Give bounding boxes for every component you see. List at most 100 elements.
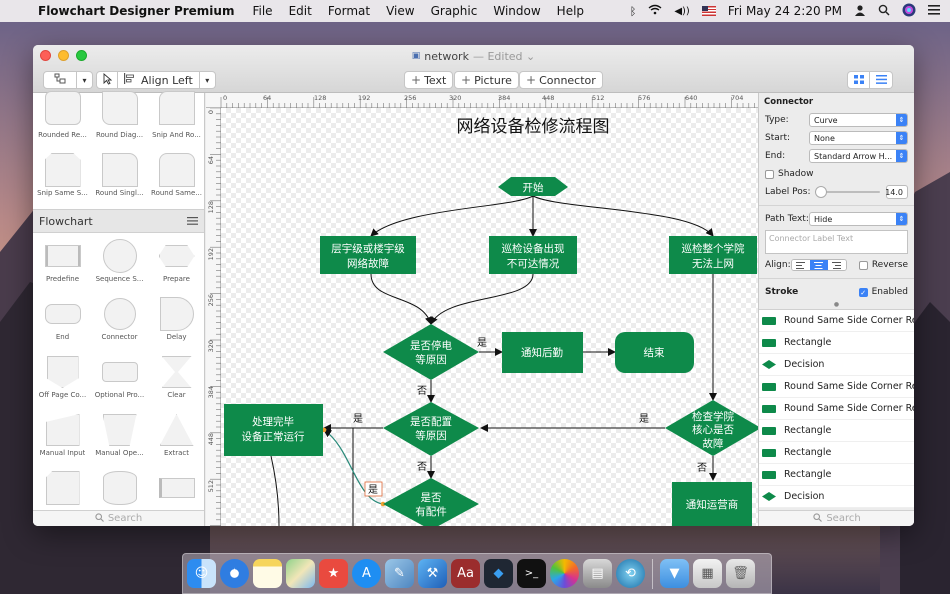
migration-icon[interactable]: ⟲ <box>616 559 645 588</box>
diagram-title[interactable]: 网络设备检修流程图 <box>457 117 610 137</box>
end-arrow-select[interactable]: Standard Arrow H... ⇕ <box>809 149 908 163</box>
label-pos-slider[interactable] <box>815 186 880 198</box>
node-decision-config[interactable] <box>383 402 479 456</box>
edge-start-to-n3[interactable] <box>532 195 714 237</box>
menu-graphic[interactable]: Graphic <box>430 4 478 18</box>
user-icon[interactable] <box>854 4 866 19</box>
inspector-search-field[interactable]: Search <box>759 510 914 526</box>
shape-card[interactable] <box>34 469 91 526</box>
documents-stack-icon[interactable]: ▦ <box>693 559 722 588</box>
shape-stored-data[interactable] <box>148 469 205 526</box>
insert-connector-button[interactable]: + Connector <box>519 71 603 89</box>
preview-icon[interactable]: ✎ <box>385 559 414 588</box>
style-item[interactable]: Round Same Side Corner Rect <box>759 310 914 332</box>
shape-round-same-side[interactable]: Round Same... <box>148 151 205 209</box>
menu-format[interactable]: Format <box>327 4 371 18</box>
shape-clear[interactable]: Clear <box>148 353 205 411</box>
menu-file[interactable]: File <box>252 4 273 18</box>
arrange-button[interactable] <box>43 71 77 89</box>
trash-icon[interactable]: 🗑 <box>726 559 755 588</box>
downloads-folder-icon[interactable]: ▼ <box>660 559 689 588</box>
panel-divider-handle[interactable]: ● <box>833 301 840 308</box>
spotlight-search-icon[interactable] <box>878 4 890 19</box>
node-college-offline[interactable] <box>669 236 757 274</box>
node-start[interactable] <box>498 177 568 196</box>
selected-connector[interactable] <box>323 429 384 505</box>
path-text-select[interactable]: Hide ⇕ <box>809 212 908 226</box>
insert-picture-button[interactable]: + Picture <box>454 71 519 89</box>
node-end[interactable] <box>615 332 694 373</box>
insert-text-button[interactable]: + Text <box>404 71 454 89</box>
edge-fix-down[interactable] <box>270 455 280 526</box>
shape-sequence-storage[interactable]: Sequence S... <box>91 237 148 295</box>
text-align-left-button[interactable] <box>791 260 810 270</box>
menu-edit[interactable]: Edit <box>288 4 312 18</box>
shape-manual-input[interactable]: Manual Input <box>34 411 91 469</box>
shape-direct-access-storage[interactable] <box>91 469 148 526</box>
shape-predefine[interactable]: Predefine <box>34 237 91 295</box>
photos-icon[interactable] <box>550 559 579 588</box>
node-notify-operator[interactable] <box>672 482 752 526</box>
safari-icon[interactable]: ✦ <box>220 559 249 588</box>
shape-snip-and-round[interactable]: Snip And Ro... <box>148 91 205 151</box>
reverse-checkbox[interactable] <box>858 260 868 270</box>
close-window-button[interactable] <box>40 50 51 61</box>
style-item[interactable]: Rectangle <box>759 420 914 442</box>
terminal-icon[interactable]: >_ <box>517 559 546 588</box>
text-align-right-button[interactable] <box>827 260 846 270</box>
node-fixed[interactable] <box>224 404 323 456</box>
zoom-window-button[interactable] <box>76 50 87 61</box>
shape-round-diagonal[interactable]: Round Diag... <box>91 91 148 151</box>
shape-snip-same-side[interactable]: Snip Same S... <box>34 151 91 209</box>
menu-view[interactable]: View <box>386 4 415 18</box>
siri-icon[interactable] <box>902 3 916 20</box>
label-pos-input[interactable]: 14.0 <box>885 185 908 199</box>
node-decision-core[interactable] <box>665 400 758 456</box>
maps-icon[interactable] <box>286 559 315 588</box>
shape-rounded-rect[interactable]: Rounded Re... <box>34 91 91 151</box>
pointer-tool-button[interactable] <box>96 71 118 89</box>
input-source-flag-icon[interactable] <box>701 6 716 16</box>
node-decision-parts[interactable] <box>383 478 479 526</box>
dictionary-icon[interactable]: Aa <box>451 559 480 588</box>
connector-type-select[interactable]: Curve ⇕ <box>809 113 908 127</box>
shape-round-single[interactable]: Round Singl... <box>91 151 148 209</box>
shadow-checkbox[interactable] <box>765 169 774 179</box>
edited-status[interactable]: — Edited ⌄ <box>472 49 536 63</box>
style-item[interactable]: Decision <box>759 354 914 376</box>
vscode-icon[interactable]: ◆ <box>484 559 513 588</box>
start-arrow-select[interactable]: None ⇕ <box>809 131 908 145</box>
menu-window[interactable]: Window <box>493 4 541 18</box>
edge-start-to-n1[interactable] <box>370 195 534 237</box>
wifi-icon[interactable] <box>648 4 662 18</box>
shape-optional-process[interactable]: Optional Pro... <box>91 353 148 411</box>
connector-label-box[interactable] <box>364 481 383 497</box>
style-item[interactable]: Rectangle <box>759 442 914 464</box>
section-menu-icon[interactable] <box>187 215 198 228</box>
style-item[interactable]: Round Same Side Corner Rect <box>759 398 914 420</box>
node-notify-logistics[interactable] <box>502 332 583 373</box>
node-decision-power[interactable] <box>383 324 479 380</box>
flowchart-app-icon[interactable]: ★ <box>319 559 348 588</box>
slider-thumb[interactable] <box>815 186 827 198</box>
node-building-fault[interactable] <box>320 236 416 274</box>
connector-label-text-field[interactable]: Connector Label Text <box>765 230 908 254</box>
menu-help[interactable]: Help <box>556 4 585 18</box>
edge-n2-to-d1[interactable] <box>430 273 534 325</box>
shape-off-page-connector[interactable]: Off Page Co... <box>34 353 91 411</box>
stroke-enabled-checkbox[interactable]: ✓ <box>858 287 868 297</box>
app-store-icon[interactable]: A <box>352 559 381 588</box>
menubar-clock[interactable]: Fri May 24 2:20 PM <box>727 4 842 18</box>
style-item[interactable]: Rectangle <box>759 464 914 486</box>
volume-icon[interactable]: ◀)) <box>674 5 690 17</box>
style-item[interactable]: Decision <box>759 486 914 508</box>
notes-icon[interactable] <box>253 559 282 588</box>
text-align-center-button[interactable] <box>809 260 828 270</box>
shape-manual-operation[interactable]: Manual Ope... <box>91 411 148 469</box>
shape-extract[interactable]: Extract <box>148 411 205 469</box>
style-item[interactable]: Rectangle <box>759 332 914 354</box>
flowchart-diagram[interactable]: 网络设备检修流程图 <box>221 108 758 526</box>
inspector-view-toggle[interactable] <box>870 71 893 89</box>
edge-n1-to-d1[interactable] <box>370 273 433 325</box>
arrange-dropdown[interactable]: ▾ <box>77 71 93 89</box>
